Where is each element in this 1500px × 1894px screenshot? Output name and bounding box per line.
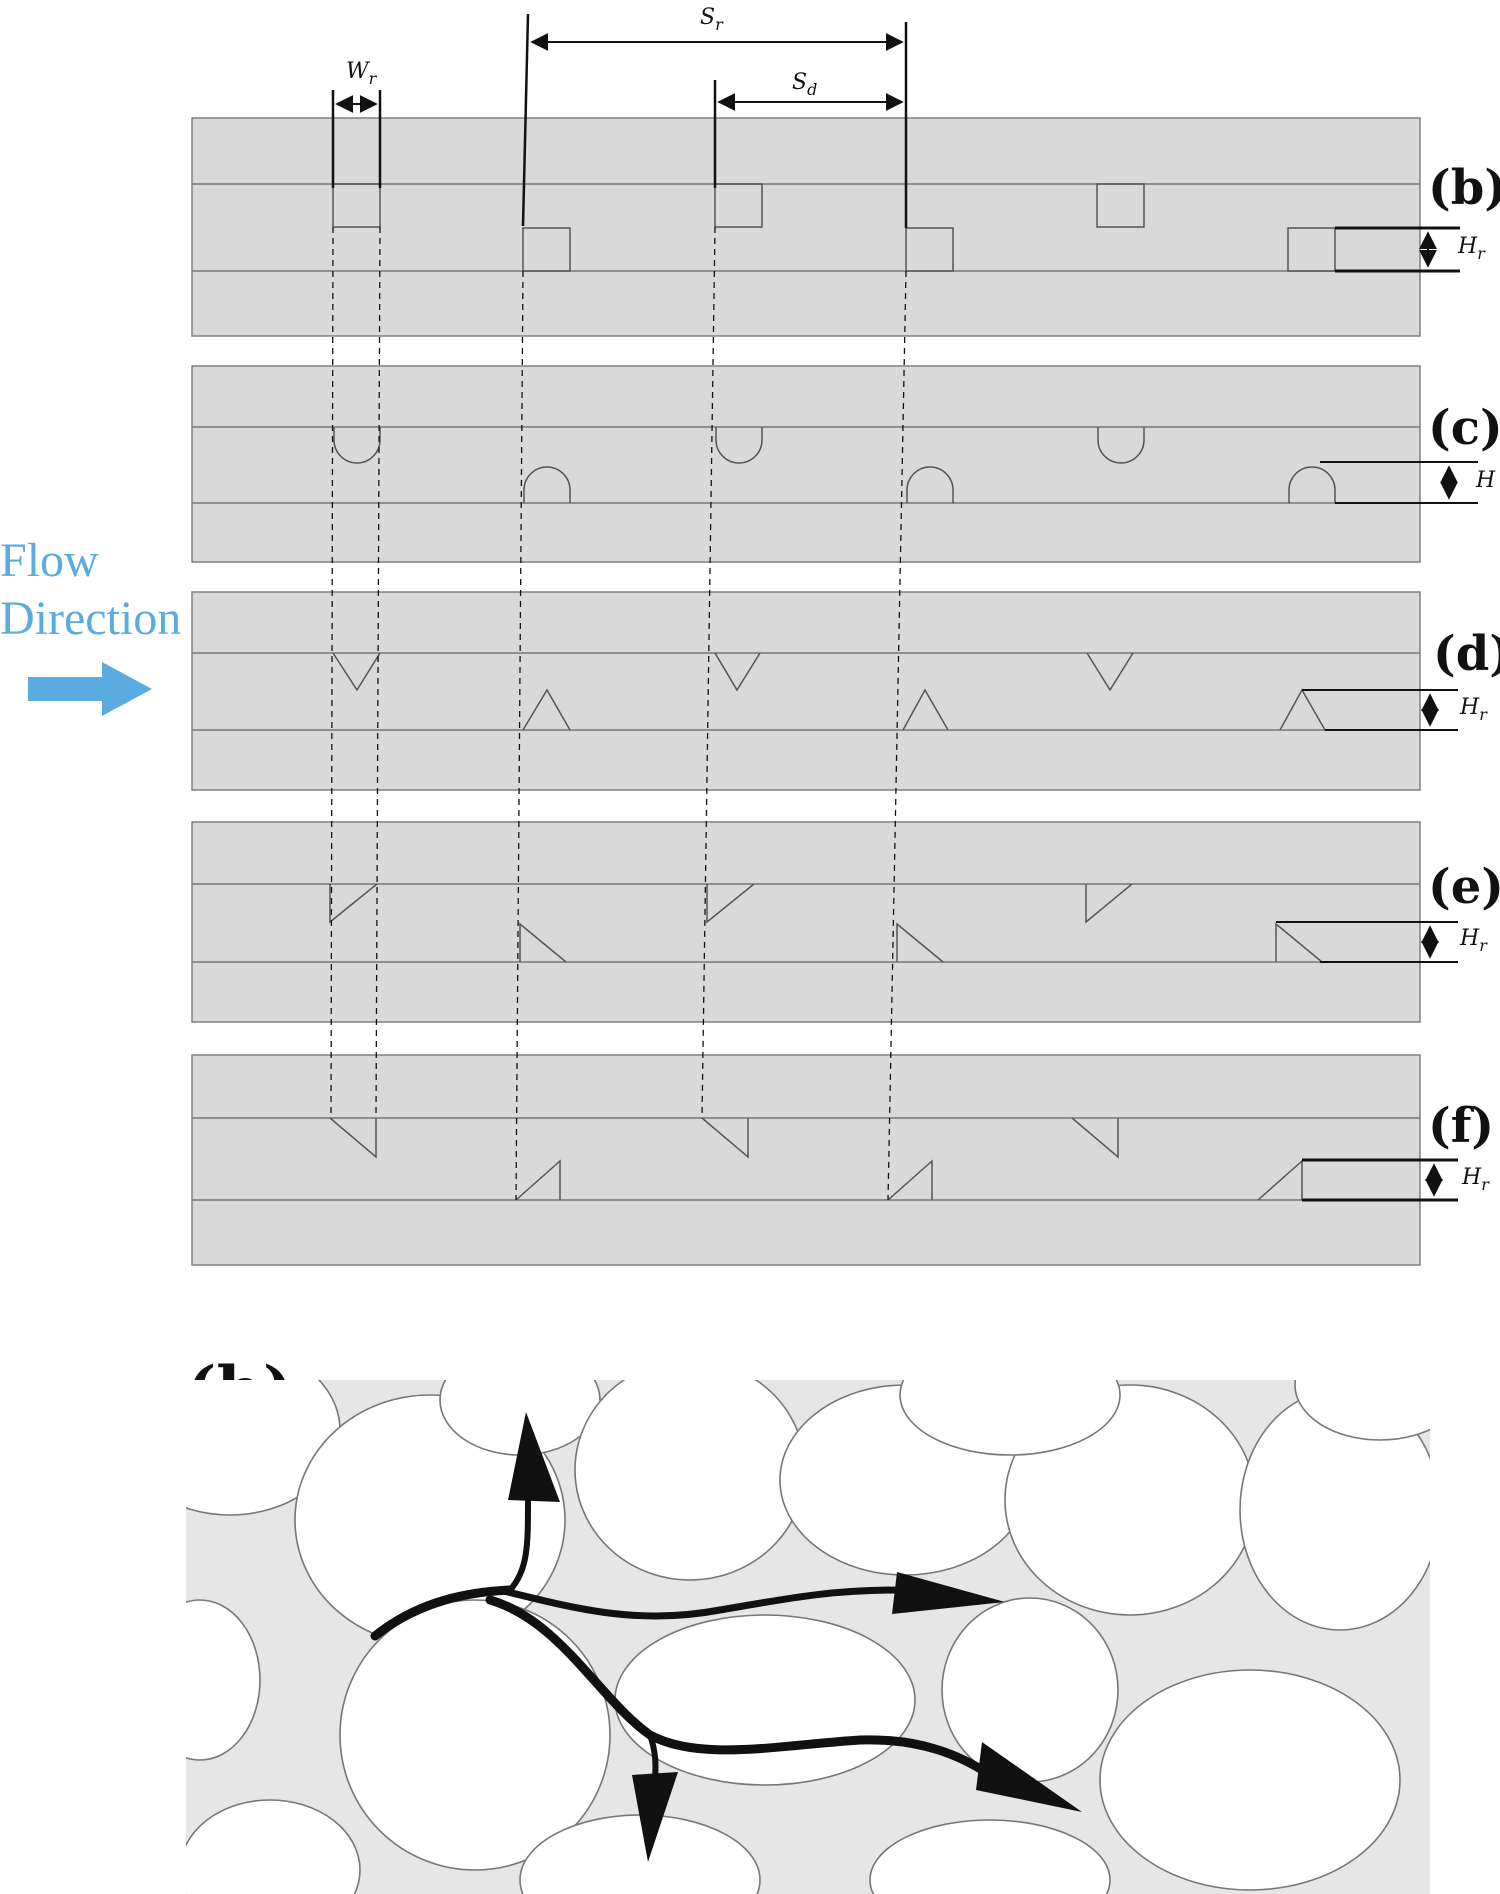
hr-label-c: H xyxy=(1475,468,1496,493)
flow-path-upper-branch xyxy=(507,1497,531,1593)
dimension-sd: Sd xyxy=(713,70,904,188)
flow-direction-arrow xyxy=(28,662,152,716)
panel-label-e: (e) xyxy=(1428,859,1500,915)
ribs-d xyxy=(332,652,1326,731)
projection-lines xyxy=(330,226,907,1201)
flow-paths xyxy=(370,1412,1082,1862)
flow-direction-label: Flow Direction xyxy=(0,534,181,645)
channel-e xyxy=(191,821,1421,1023)
wr-label: Wr xyxy=(346,59,378,88)
flow-arrowhead-right xyxy=(892,1572,1005,1614)
hr-dimension-e xyxy=(1276,921,1458,963)
hr-dimension-b xyxy=(1335,226,1460,273)
dimension-sr: Sr xyxy=(521,5,908,228)
ribs-c xyxy=(333,427,1336,503)
ribs-f xyxy=(329,1117,1303,1201)
flow-arrowhead-up xyxy=(508,1412,560,1502)
flow-path-trunk xyxy=(370,1585,515,1641)
grains xyxy=(186,1380,1430,1894)
panel-label-d: (d) xyxy=(1433,626,1500,682)
hr-label-b: Hr xyxy=(1457,234,1486,263)
hr-dimension-d xyxy=(1302,689,1458,731)
panel-label-b: (b) xyxy=(1428,160,1500,216)
panel-label-f: (f) xyxy=(1428,1098,1494,1154)
hr-label-e: Hr xyxy=(1459,926,1488,955)
porous-media xyxy=(186,1380,1430,1894)
hr-dimension-c xyxy=(1320,461,1478,504)
channel-d xyxy=(191,591,1421,791)
hr-dimension-f xyxy=(1302,1158,1458,1202)
panel-label-c: (c) xyxy=(1428,400,1500,456)
dimension-wr: Wr xyxy=(331,59,382,188)
panel-d xyxy=(191,591,1421,791)
flow-path-right-branch xyxy=(496,1586,904,1620)
ribs-e xyxy=(329,883,1323,963)
panel-f xyxy=(191,1054,1421,1266)
channel-f xyxy=(191,1054,1421,1266)
channel-b xyxy=(191,117,1421,337)
panel-c xyxy=(191,365,1421,563)
sr-label: Sr xyxy=(700,5,724,34)
flow-path-lower-branch xyxy=(485,1595,995,1780)
hr-label-d: Hr xyxy=(1459,695,1488,724)
panel-e xyxy=(191,821,1421,1023)
hr-label-f: Hr xyxy=(1461,1165,1490,1194)
ribs-b xyxy=(332,183,1336,272)
sd-label: Sd xyxy=(792,70,817,99)
channel-c xyxy=(191,365,1421,563)
panel-b xyxy=(191,117,1421,337)
flow-arrowhead-lower-right xyxy=(976,1742,1082,1812)
flow-arrowhead-down xyxy=(632,1772,678,1862)
